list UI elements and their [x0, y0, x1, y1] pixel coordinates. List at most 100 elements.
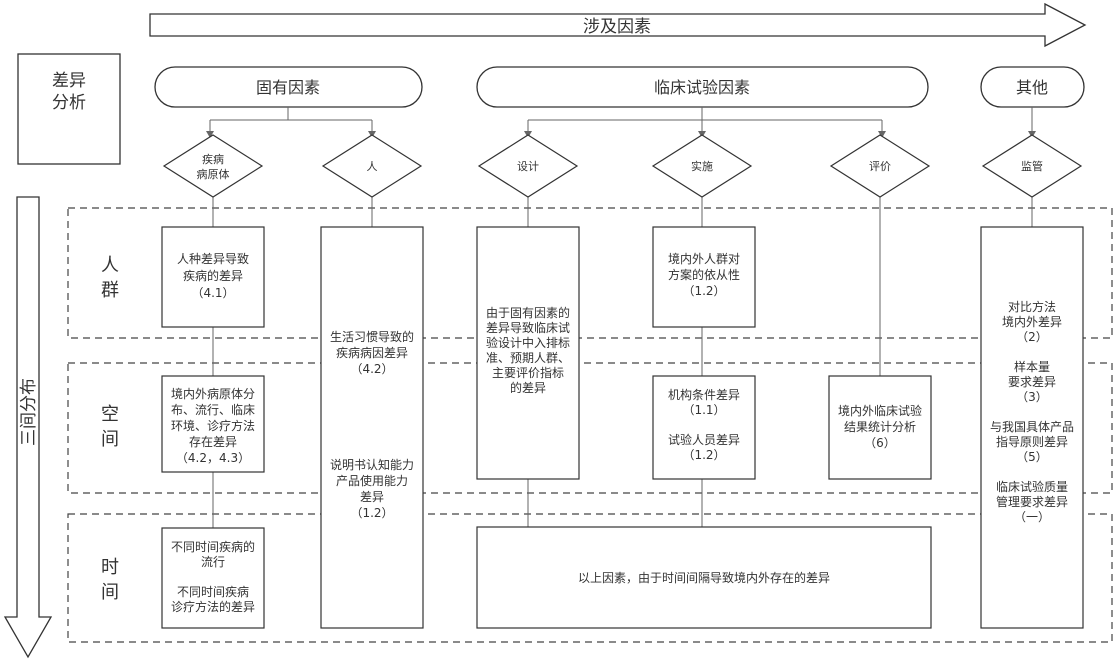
row-label-population-2: 群 — [101, 280, 119, 301]
box-time-disease-text: 不同时间疾病的流行不同时间疾病诊疗方法的差异 — [171, 539, 255, 614]
diamond-regulatory-label: 监管 — [1021, 159, 1043, 173]
box-text-line: 对比方法 — [1008, 299, 1056, 314]
box-compliance — [652, 226, 756, 328]
box-text-line: 不同时间疾病 — [177, 584, 249, 599]
box-text-line: 境内外病原体分 — [171, 386, 255, 401]
box-time-disease — [161, 527, 265, 629]
diff-box-line-2: 分析 — [52, 93, 86, 113]
box-text-line: 生活习惯导致的 — [330, 329, 414, 344]
top-arrow-shape — [149, 2, 1087, 48]
row-band-space — [67, 362, 1113, 494]
diamond-people: 人 — [321, 134, 423, 198]
box-design-text: 由于固有因素的差异导致临床试验设计中入排标准、预期人群、主要评价指标的差异 — [486, 305, 570, 395]
box-text-line: 差异导致临床试 — [486, 320, 570, 335]
diamond-design: 设计 — [477, 134, 579, 198]
diamond-implementation: 实施 — [651, 134, 753, 198]
box-text-line: 要求差异 — [1008, 375, 1056, 389]
category-inherent-label: 固有因素 — [256, 78, 320, 97]
diamond-people-label: 人 — [367, 160, 378, 173]
box-text-line: 差异 — [360, 490, 384, 504]
box-text-line: 人种差异导致 — [177, 252, 249, 266]
box-text-line: 样本量 — [1014, 359, 1050, 374]
diamond-pathogen: 疾病 病原体 — [162, 134, 264, 198]
box-compliance-text: 境内外人群对方案的依从性（1.2） — [668, 251, 740, 298]
box-text-line: （4.1） — [191, 286, 234, 300]
box-regulatory — [980, 226, 1084, 629]
box-race-disease — [161, 226, 265, 328]
box-text-line: 存在差异 — [189, 435, 237, 449]
box-pathogen-space-text: 境内外病原体分布、流行、临床环境、诊疗方法存在差异 （4.2，4.3） — [171, 386, 255, 465]
box-text-line: （一） — [1014, 510, 1050, 524]
box-text-line: （1.2） — [682, 448, 725, 462]
box-text-line: 境内外人群对 — [668, 251, 740, 266]
box-text-line: 试验人员差异 — [668, 432, 740, 447]
box-text-line: 与我国具体产品 — [990, 420, 1074, 434]
box-text-line: 主要评价指标 — [492, 365, 564, 380]
left-arrow-shape — [3, 196, 53, 659]
box-pathogen-space — [161, 375, 265, 473]
box-text-line: 产品使用能力 — [336, 473, 408, 488]
diamond-regulatory: 监管 — [981, 134, 1083, 198]
box-text-line: 准、预期人群、 — [486, 351, 570, 365]
box-evaluation-text: 境内外临床试验结果统计分析 （6） — [838, 403, 922, 450]
box-institution — [652, 375, 756, 480]
box-people-text: 生活习惯导致的疾病病因差异 （4.2） 说明书认知能力产品使用能力差异 （1.2） — [330, 329, 414, 520]
box-evaluation — [828, 375, 932, 480]
box-text-line: （4.2，4.3） — [176, 451, 250, 465]
box-text-line: 管理要求差异 — [996, 494, 1068, 509]
box-text-line: 不同时间疾病的 — [171, 539, 255, 554]
box-text-line: 以上因素，由于时间间隔导致境内外存在的差异 — [578, 570, 830, 585]
box-text-line: 环境、诊疗方法 — [171, 418, 255, 433]
diff-analysis-box — [17, 53, 121, 165]
box-text-line: 疾病病因差异 — [336, 345, 408, 360]
box-text-line: 结果统计分析 — [844, 420, 916, 434]
box-text-line: 诊疗方法的差异 — [171, 599, 255, 614]
box-institution-text: 机构条件差异（1.1） 试验人员差异（1.2） — [668, 387, 740, 462]
box-text-line: 境内外差异 — [1002, 314, 1062, 329]
box-text-line: 机构条件差异 — [668, 387, 740, 402]
row-band-time — [67, 513, 1113, 643]
box-race-disease-text: 人种差异导致疾病的差异 （4.1） — [177, 252, 249, 300]
box-text-line: 由于固有因素的 — [486, 305, 570, 320]
row-band-population — [67, 207, 1113, 339]
left-arrow-label: 三间分布 — [19, 378, 39, 446]
category-clinical-trial-label: 临床试验因素 — [654, 78, 750, 97]
diamond-implementation-label: 实施 — [691, 159, 713, 173]
diamond-pathogen-line-2: 病原体 — [197, 167, 230, 181]
box-text-line: （2） — [1016, 330, 1048, 344]
diff-box-line-1: 差异 — [52, 71, 86, 91]
box-text-line: 疾病的差异 — [183, 268, 243, 283]
box-text-line: （4.2） — [350, 362, 393, 376]
box-text-line: （3） — [1016, 390, 1048, 404]
category-other-label: 其他 — [1016, 78, 1048, 97]
connectors — [209, 107, 1033, 135]
box-text-line: 的差异 — [510, 380, 546, 395]
row-label-population-1: 人 — [101, 255, 119, 276]
box-text-line: 说明书认知能力 — [330, 457, 414, 472]
row-label-space-1: 空 — [101, 404, 119, 425]
box-text-line: 布、流行、临床 — [171, 403, 255, 417]
box-text-line: （6） — [864, 436, 896, 450]
box-people — [320, 226, 424, 629]
box-time-factors — [476, 526, 932, 629]
box-text-line: （5） — [1016, 450, 1048, 464]
box-text-line: 指导原则差异 — [996, 434, 1068, 449]
top-arrow-label: 涉及因素 — [583, 17, 651, 37]
row-label-time-1: 时 — [101, 557, 119, 578]
box-text-line: 境内外临床试验 — [838, 403, 922, 418]
box-text-line: 验设计中入排标 — [486, 335, 570, 350]
box-text-line: 流行 — [201, 555, 225, 569]
vertical-links — [212, 197, 1033, 528]
diamond-pathogen-line-1: 疾病 — [202, 152, 224, 166]
box-text-line: （1.1） — [682, 403, 725, 417]
box-design — [476, 226, 580, 480]
row-label-space-2: 间 — [101, 429, 119, 450]
box-text-line: 方案的依从性 — [668, 267, 740, 282]
box-regulatory-text: 对比方法境内外差异（2） 样本量要求差异（3） 与我国具体产品指导原则差异（5） 临床… — [990, 299, 1074, 524]
box-text-line: （1.2） — [350, 506, 393, 520]
box-time-factors-text: 以上因素，由于时间间隔导致境内外存在的差异 — [578, 570, 830, 585]
diamond-evaluation: 评价 — [829, 134, 931, 198]
box-text-line: 临床试验质量 — [996, 479, 1068, 494]
diamond-evaluation-label: 评价 — [869, 160, 891, 173]
